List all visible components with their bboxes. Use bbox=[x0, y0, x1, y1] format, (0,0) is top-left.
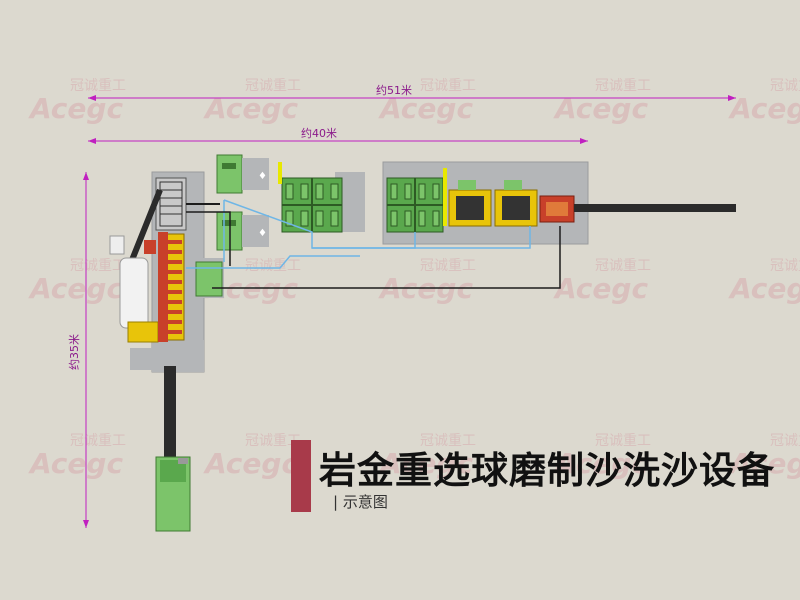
feed-conveyor bbox=[129, 188, 163, 262]
shaking-table-block-2 bbox=[386, 168, 447, 233]
main-belt-conveyor bbox=[574, 204, 736, 212]
watermark-cn: 冠诚重工 bbox=[420, 78, 476, 94]
watermark-cn: 冠诚重工 bbox=[70, 258, 126, 274]
truck bbox=[155, 456, 191, 532]
svg-text:♦: ♦ bbox=[258, 228, 267, 239]
title-accent-bar bbox=[291, 440, 311, 512]
watermark-en: Acegc bbox=[553, 92, 648, 125]
svg-text:♦: ♦ bbox=[258, 171, 267, 182]
ball-mill bbox=[109, 235, 159, 343]
watermark-cn: 冠诚重工 bbox=[770, 433, 800, 449]
watermark-en: Acegc bbox=[203, 447, 298, 480]
watermark-cn: 冠诚重工 bbox=[245, 78, 301, 94]
main-length-label: 约40米 bbox=[301, 127, 337, 140]
watermark-en: Acegc bbox=[553, 272, 648, 305]
watermark-cn: 冠诚重工 bbox=[245, 258, 301, 274]
sump-tank bbox=[195, 261, 223, 297]
page-title: 岩金重选球磨制沙洗沙设备 bbox=[319, 448, 775, 492]
shaking-table-block-1 bbox=[278, 162, 343, 233]
total-length-label: 约51米 bbox=[376, 84, 412, 97]
dimension-lines bbox=[83, 95, 736, 528]
watermark-en: Acegc bbox=[28, 272, 123, 305]
watermark-en: Acegc bbox=[28, 92, 123, 125]
width-label: 约35米 bbox=[68, 334, 81, 370]
watermark-cn: 冠诚重工 bbox=[70, 433, 126, 449]
subtitle: | 示意图 bbox=[333, 493, 388, 511]
watermark-en: Acegc bbox=[378, 447, 473, 480]
watermark-cn: 冠诚重工 bbox=[70, 78, 126, 94]
vibrating-screen-unit bbox=[155, 177, 187, 231]
watermark-cn: 冠诚重工 bbox=[595, 433, 651, 449]
watermark-cn: 冠诚重工 bbox=[770, 258, 800, 274]
watermark-cn: 冠诚重工 bbox=[595, 78, 651, 94]
watermark-en: Acegc bbox=[553, 447, 648, 480]
watermark-cn: 冠诚重工 bbox=[420, 433, 476, 449]
feeder bbox=[539, 195, 575, 223]
jig-machines bbox=[448, 180, 538, 227]
watermark-en: Acegc bbox=[28, 447, 123, 480]
concentrator-units: ♦ ♦ bbox=[216, 154, 269, 251]
watermark-en: Acegc bbox=[203, 92, 298, 125]
watermark-cn: 冠诚重工 bbox=[770, 78, 800, 94]
spiral-elevator bbox=[158, 232, 185, 342]
watermark-en: Acegc bbox=[728, 447, 800, 480]
subtitle-text: 示意图 bbox=[342, 493, 388, 511]
watermark-cn: 冠诚重工 bbox=[595, 258, 651, 274]
watermark-cn: 冠诚重工 bbox=[245, 433, 301, 449]
watermark-en: Acegc bbox=[728, 272, 800, 305]
pipelines bbox=[186, 199, 561, 289]
watermark-cn: 冠诚重工 bbox=[420, 258, 476, 274]
watermark-en: Acegc bbox=[728, 92, 800, 125]
title-block: 岩金重选球磨制沙洗沙设备 | 示意图 bbox=[291, 440, 774, 512]
discharge-conveyor bbox=[164, 366, 176, 458]
